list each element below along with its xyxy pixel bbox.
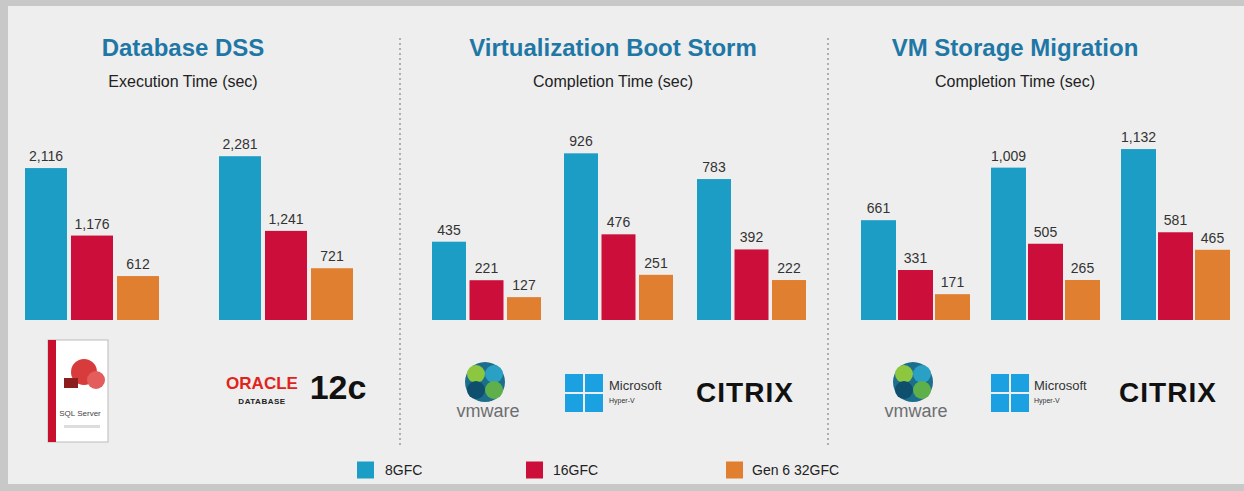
legend-label: Gen 6 32GFC bbox=[752, 463, 839, 478]
bar bbox=[1195, 250, 1230, 320]
legend-swatch bbox=[726, 462, 743, 479]
bar-value: 171 bbox=[941, 275, 964, 290]
bar-value: 1,176 bbox=[74, 216, 109, 231]
axis-caption: Completion Time (sec) bbox=[533, 73, 693, 91]
bar-value: 331 bbox=[904, 251, 927, 266]
bar bbox=[1065, 280, 1100, 320]
windows-logo bbox=[565, 374, 603, 412]
logo-text: vmware bbox=[456, 402, 519, 422]
logo-text: CITRIX bbox=[1119, 378, 1217, 409]
separator bbox=[399, 38, 401, 445]
bar-value: 476 bbox=[607, 215, 630, 230]
bar bbox=[935, 294, 970, 320]
bar bbox=[898, 270, 933, 320]
bar-value: 1,132 bbox=[1121, 130, 1156, 145]
bar-value: 435 bbox=[437, 222, 460, 237]
bar-value: 2,281 bbox=[222, 137, 257, 152]
bar bbox=[117, 276, 159, 320]
bar bbox=[602, 234, 636, 320]
bar bbox=[432, 242, 466, 320]
axis-caption: Completion Time (sec) bbox=[935, 73, 1095, 91]
bar bbox=[772, 280, 806, 320]
section-title: Virtualization Boot Storm bbox=[469, 35, 757, 61]
logo-text: 12c bbox=[310, 369, 367, 406]
bar-value: 392 bbox=[740, 230, 763, 245]
bar bbox=[25, 168, 67, 320]
logo-text: vmware bbox=[884, 402, 947, 422]
bar-value: 222 bbox=[777, 261, 800, 276]
bar bbox=[697, 179, 731, 320]
logo-text: CITRIX bbox=[696, 378, 794, 409]
bar-value: 581 bbox=[1164, 213, 1187, 228]
logo-text: Hyper-V bbox=[1034, 397, 1060, 405]
section-title: VM Storage Migration bbox=[892, 35, 1139, 61]
legend-swatch bbox=[526, 462, 543, 479]
bar-value: 2,116 bbox=[29, 149, 63, 164]
panel bbox=[8, 6, 1244, 484]
bar-value: 661 bbox=[867, 201, 890, 216]
sql-server-box bbox=[48, 340, 108, 442]
bar-value: 783 bbox=[702, 160, 725, 175]
vmware-globe bbox=[465, 362, 505, 402]
legend-swatch bbox=[357, 462, 374, 479]
axis-caption: Execution Time (sec) bbox=[108, 73, 257, 91]
bar-value: 251 bbox=[644, 255, 667, 270]
vmware-globe bbox=[893, 362, 933, 402]
bar-value: 721 bbox=[320, 249, 343, 264]
logo-text: Hyper-V bbox=[609, 397, 635, 405]
bar bbox=[1121, 149, 1156, 320]
bar-value: 221 bbox=[475, 261, 498, 276]
bar-value: 465 bbox=[1201, 230, 1224, 245]
bar bbox=[564, 153, 598, 320]
bar-value: 926 bbox=[569, 134, 592, 149]
bar bbox=[735, 249, 769, 320]
bar bbox=[507, 297, 541, 320]
bar bbox=[1158, 232, 1193, 320]
bar-value: 265 bbox=[1071, 261, 1094, 276]
bar bbox=[991, 168, 1026, 320]
logo-text: Microsoft bbox=[609, 379, 662, 393]
windows-logo bbox=[991, 374, 1029, 412]
separator bbox=[827, 38, 829, 445]
bar bbox=[861, 220, 896, 320]
bar bbox=[219, 156, 261, 320]
bar bbox=[1028, 244, 1063, 320]
logo-text: ORACLE bbox=[226, 375, 298, 394]
bar-value: 612 bbox=[126, 257, 149, 272]
bar-value: 1,241 bbox=[268, 212, 303, 227]
bar-value: 127 bbox=[512, 278, 535, 293]
bar bbox=[470, 280, 504, 320]
bar bbox=[639, 275, 673, 320]
legend-label: 8GFC bbox=[385, 463, 422, 478]
logo-text: DATABASE bbox=[238, 398, 285, 407]
section-title: Database DSS bbox=[102, 35, 265, 61]
bar bbox=[71, 236, 113, 320]
bar bbox=[265, 231, 307, 320]
bar-value: 1,009 bbox=[991, 148, 1026, 163]
bar-value: 505 bbox=[1034, 224, 1057, 239]
bar bbox=[311, 268, 353, 320]
legend-label: 16GFC bbox=[553, 463, 598, 478]
logo-text: Microsoft bbox=[1034, 379, 1087, 393]
logo-text: SQL Server bbox=[59, 410, 101, 419]
